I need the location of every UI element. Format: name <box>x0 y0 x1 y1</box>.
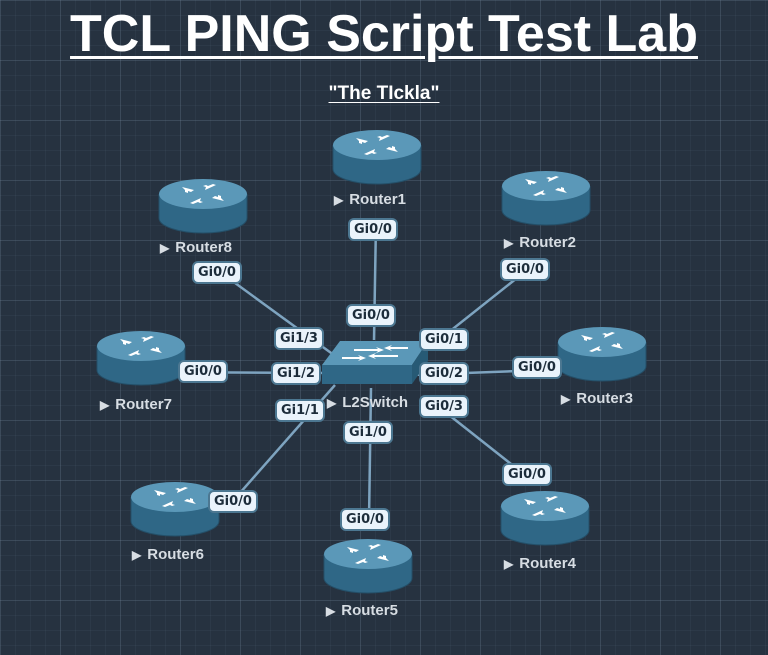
play-icon: ▶ <box>100 398 110 412</box>
play-icon: ▶ <box>160 241 170 255</box>
port-tag: Gi1/3 <box>274 327 324 350</box>
port-tag: Gi0/0 <box>500 258 550 281</box>
port-tag: Gi1/0 <box>343 421 393 444</box>
play-icon: ▶ <box>334 193 344 207</box>
lab-title: TCL PING Script Test Lab <box>70 5 698 63</box>
router5-label[interactable]: ▶Router5 <box>326 602 398 619</box>
router5-icon <box>323 538 413 594</box>
port-tag: Gi0/0 <box>348 218 398 241</box>
router4-icon <box>500 490 590 546</box>
lab-subtitle: "The TIckla" <box>328 83 440 104</box>
port-tag: Gi0/0 <box>340 508 390 531</box>
port-tag: Gi1/1 <box>275 399 325 422</box>
play-icon: ▶ <box>327 396 337 410</box>
router2-icon <box>501 170 591 226</box>
router7-icon <box>96 330 186 386</box>
router3-label[interactable]: ▶Router3 <box>561 390 633 407</box>
router2-label[interactable]: ▶Router2 <box>504 234 576 251</box>
play-icon: ▶ <box>504 236 514 250</box>
play-icon: ▶ <box>504 557 514 571</box>
play-icon: ▶ <box>132 548 142 562</box>
port-tag: Gi0/0 <box>346 304 396 327</box>
port-tag: Gi1/2 <box>271 362 321 385</box>
l2switch-label[interactable]: ▶L2Switch <box>327 394 409 411</box>
port-tag: Gi0/0 <box>178 360 228 383</box>
router6-icon <box>130 481 220 537</box>
router7-label[interactable]: ▶Router7 <box>100 396 172 413</box>
port-tag: Gi0/3 <box>419 395 469 418</box>
router6-label[interactable]: ▶Router6 <box>132 546 204 563</box>
router8-icon <box>158 178 248 234</box>
play-icon: ▶ <box>326 604 336 618</box>
port-tag: Gi0/1 <box>419 328 469 351</box>
link-router5 <box>367 387 373 521</box>
port-tag: Gi0/0 <box>208 490 258 513</box>
port-tag: Gi0/0 <box>502 463 552 486</box>
l2switch-icon <box>322 341 428 384</box>
router1-label[interactable]: ▶Router1 <box>334 191 406 208</box>
port-tag: Gi0/2 <box>419 362 469 385</box>
router4-label[interactable]: ▶Router4 <box>504 555 576 572</box>
play-icon: ▶ <box>561 392 571 406</box>
router8-label[interactable]: ▶Router8 <box>160 239 232 256</box>
port-tag: Gi0/0 <box>512 356 562 379</box>
router3-icon <box>557 326 647 382</box>
port-tag: Gi0/0 <box>192 261 242 284</box>
router1-icon <box>332 129 422 185</box>
